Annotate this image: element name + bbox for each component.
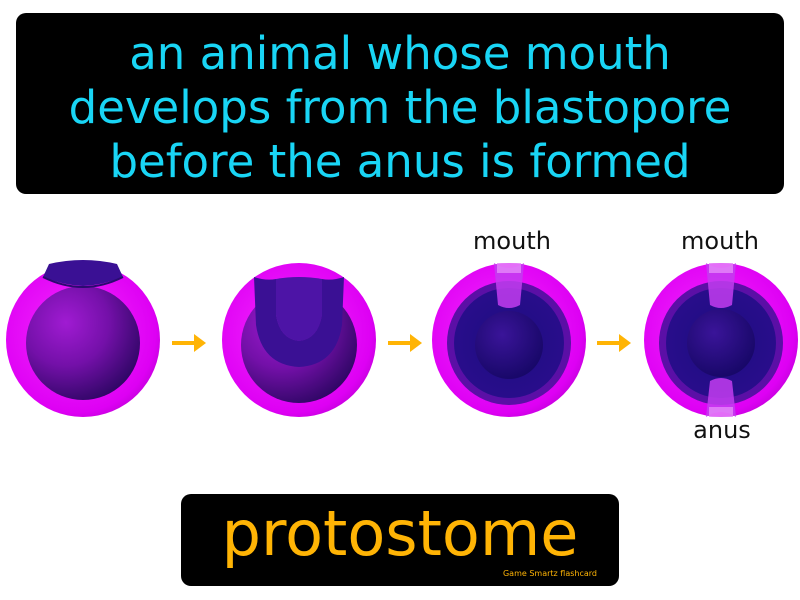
stage-1-blastopore-rim <box>42 276 124 289</box>
stage-3-mouth-gap <box>497 263 521 273</box>
stage-1-blastopore-region <box>43 260 123 286</box>
stage-3-mouth-opening <box>494 263 524 308</box>
stage-3-mouth-label: mouth <box>473 227 551 255</box>
right-arrow-icon <box>388 334 422 352</box>
stage-4-mouth-gap <box>709 263 733 273</box>
stage-3-gut <box>475 311 543 379</box>
stage-4-gut <box>687 309 755 377</box>
stage-2-embryo <box>222 263 376 417</box>
definition-line-2: develops from the blastopore <box>68 81 732 134</box>
definition-line-1: an animal whose mouth <box>129 27 671 80</box>
right-arrow-icon <box>172 334 206 352</box>
definition-box: an animal whose mouth develops from the … <box>16 13 784 194</box>
flashcard-credit: Game Smartz flashcard <box>502 569 597 578</box>
stage-4-mouth-opening <box>706 263 736 308</box>
term-box: protostome Game Smartz flashcard <box>181 494 619 586</box>
stage-2-archenteron-opening <box>276 277 322 341</box>
term-title: protostome <box>221 497 579 570</box>
stage-4-mouth-label: mouth <box>681 227 759 255</box>
stage-1-inner-core <box>26 286 140 400</box>
stage-4-anus-label: anus <box>693 416 751 444</box>
stage-4-embryo <box>644 263 798 417</box>
stage-4-anus-gap <box>709 407 733 417</box>
stage-3-embryo <box>432 263 586 417</box>
protostome-development-diagram: mouth mouth anus <box>6 227 798 444</box>
right-arrow-icon <box>597 334 631 352</box>
stage-1-embryo <box>6 260 160 417</box>
definition-line-3: before the anus is formed <box>109 135 691 188</box>
stage-2-archenteron <box>254 277 344 367</box>
